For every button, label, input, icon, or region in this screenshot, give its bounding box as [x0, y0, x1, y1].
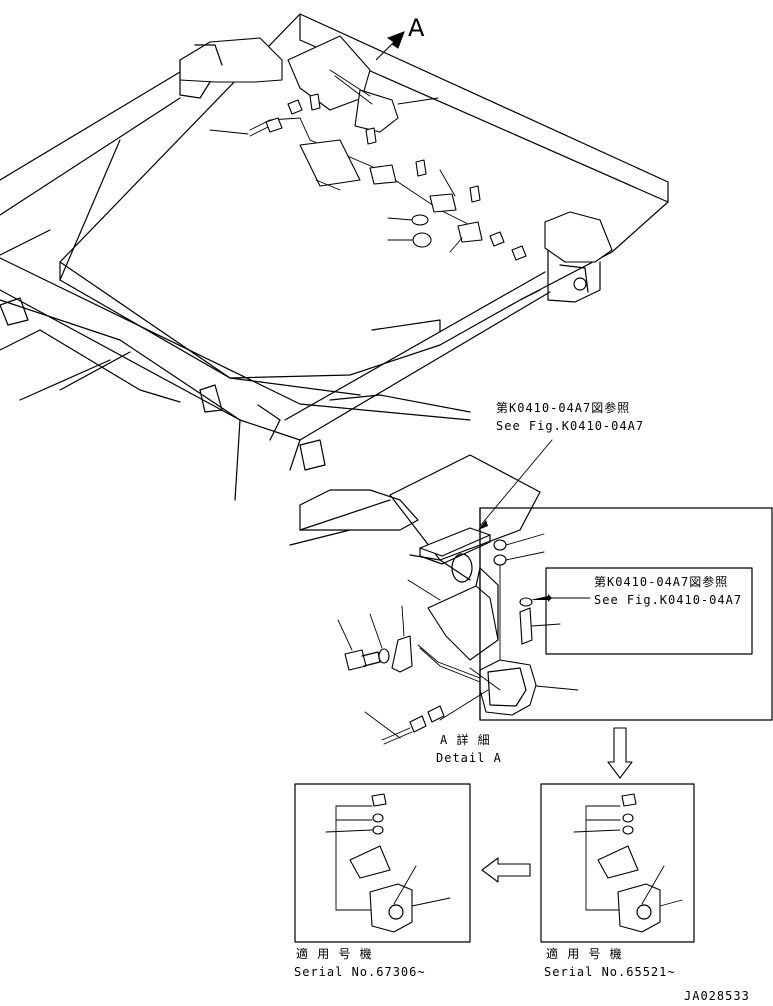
- detail-a-jp: A 詳 細: [440, 732, 491, 747]
- variant-left-jp: 適 用 号 機: [296, 946, 373, 961]
- variant-right-serial: Serial No.65521~: [544, 965, 676, 979]
- variant-right-box: [540, 783, 695, 943]
- variant-left-serial: Serial No.67306~: [294, 965, 426, 979]
- top-ref-jp: 第K0410-04A7図参照: [496, 400, 630, 415]
- right-ref-en: See Fig.K0410-04A7: [594, 593, 742, 607]
- detail-a-view: [289, 439, 773, 745]
- top-ref-en: See Fig.K0410-04A7: [496, 419, 644, 433]
- right-ref-jp: 第K0410-04A7図参照: [594, 574, 728, 589]
- callout-a-label: A: [408, 14, 425, 42]
- top-harness: [209, 35, 527, 261]
- hollow-down-arrow-icon: [607, 727, 633, 779]
- view-direction-arrow-icon: [375, 31, 405, 61]
- detail-a-en: Detail A: [436, 751, 502, 765]
- variant-left-box: [294, 783, 471, 943]
- hollow-left-arrow-icon: [481, 857, 531, 883]
- frame-assembly: [0, 13, 669, 501]
- variant-right-jp: 適 用 号 機: [546, 946, 623, 961]
- drawing-code: JA028533: [684, 989, 750, 1003]
